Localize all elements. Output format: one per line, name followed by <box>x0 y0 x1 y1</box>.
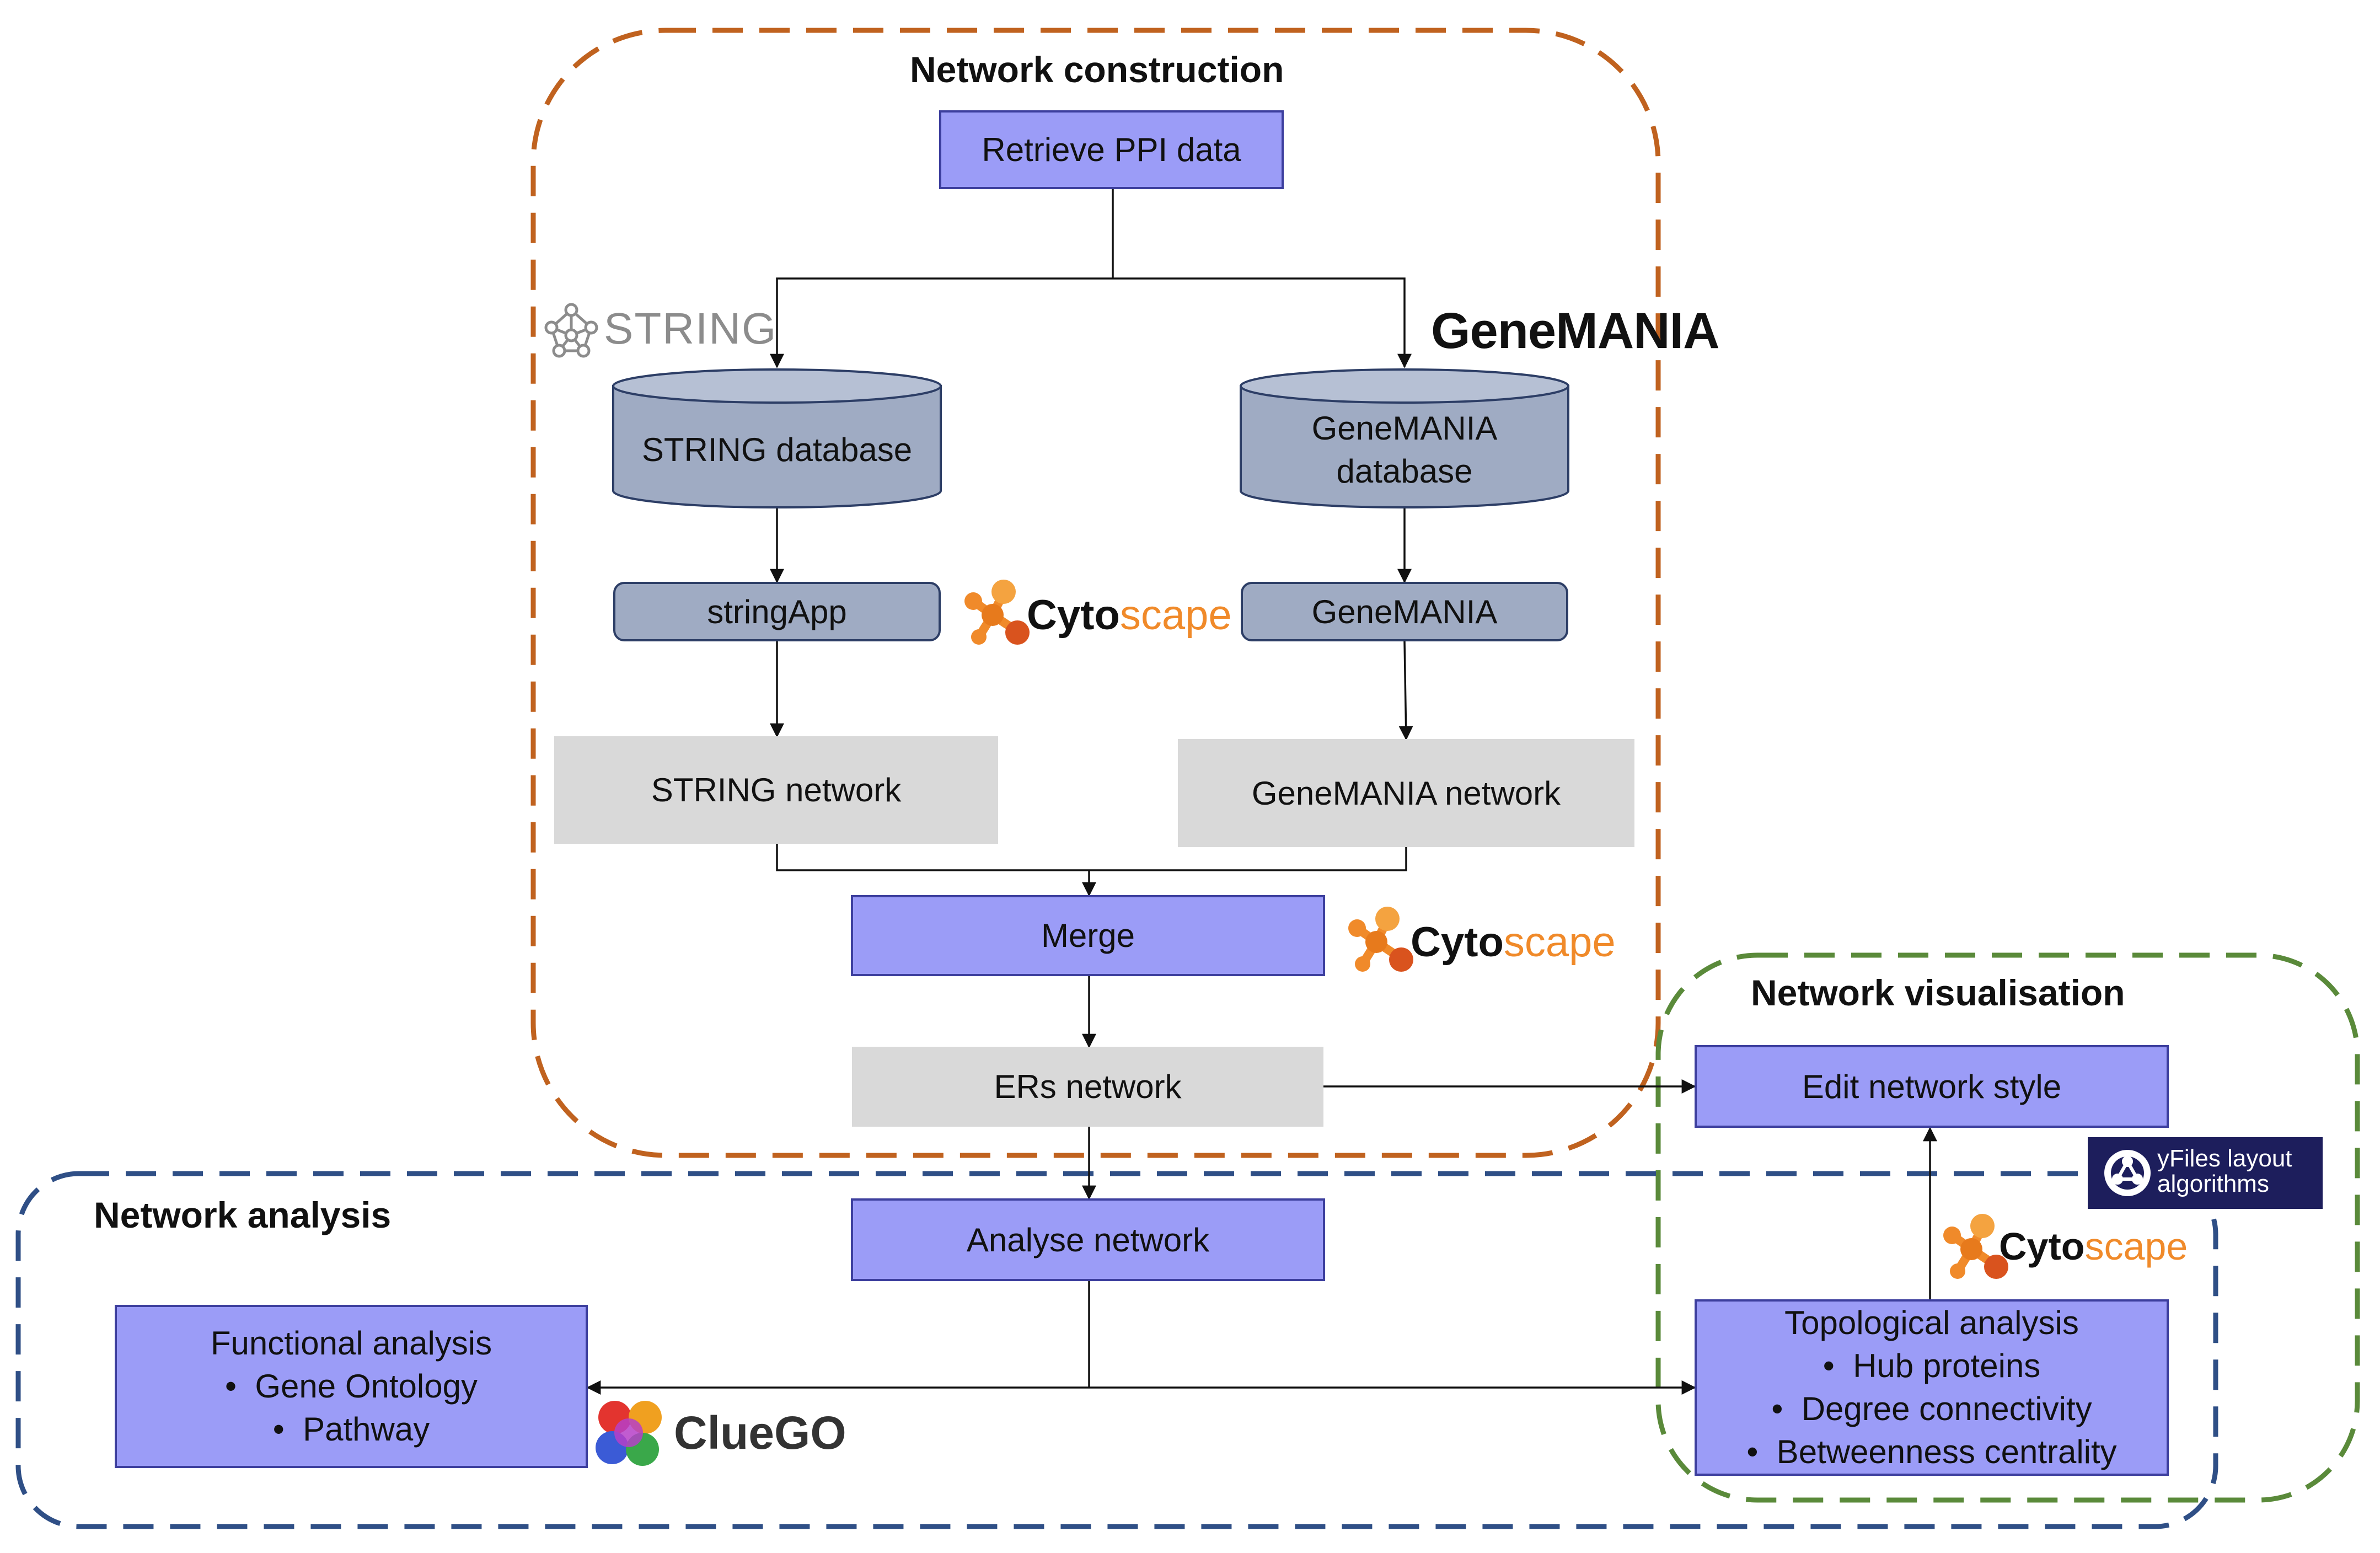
string-network-node: STRING network <box>554 736 998 844</box>
genemania-app-node: GeneMANIA <box>1241 582 1568 641</box>
construction-group-border <box>530 28 1661 1158</box>
edge-genemania-net-to-merge <box>1089 847 1407 871</box>
stringapp-node: stringApp <box>613 582 941 641</box>
cytoscape-icon <box>1348 907 1413 972</box>
edge-to-genemania-db <box>1113 277 1412 368</box>
genemania-network-node: GeneMANIA network <box>1178 739 1634 847</box>
cluego-logo: ClueGO <box>674 1407 846 1459</box>
genemania-database-line-1: GeneMANIA <box>1311 409 1498 447</box>
string-network-icon <box>544 303 598 358</box>
topological-item: Betweenness centrality <box>1746 1431 2117 1474</box>
cytoscape-logo-part-b: scape <box>1503 919 1616 966</box>
cytoscape-icon <box>964 580 1030 645</box>
cytoscape-logo-part-a: Cyto <box>1999 1225 2085 1268</box>
edge-genemania-app-to-net <box>1398 641 1413 741</box>
genemania-database-label: GeneMANIA database <box>1241 401 1568 498</box>
edit-network-style-node: Edit network style <box>1695 1045 2169 1128</box>
visualisation-group-title: Network visualisation <box>1751 972 2125 1013</box>
genemania-database-cylinder <box>1240 368 1569 508</box>
topological-analysis-node: Topological analysis Hub proteins Degree… <box>1695 1299 2169 1476</box>
yfiles-line-2: algorithms <box>2157 1170 2269 1198</box>
analyse-network-node: Analyse network <box>851 1198 1325 1281</box>
yfiles-badge <box>2088 1137 2323 1209</box>
genemania-database-line-2: database <box>1336 452 1473 490</box>
string-logo: STRING <box>604 304 778 353</box>
cytoscape-logo-part-a: Cyto <box>1411 919 1504 966</box>
edge-to-string-db <box>770 277 1113 368</box>
topological-item: Hub proteins <box>1823 1345 2040 1388</box>
functional-item: Gene Ontology <box>225 1365 478 1408</box>
functional-analysis-title: Functional analysis <box>210 1325 492 1362</box>
cytoscape-logo-part-b: scape <box>1119 592 1232 639</box>
topological-item: Degree connectivity <box>1771 1388 2092 1431</box>
yfiles-logo-text: yFiles layout algorithms <box>2157 1145 2292 1198</box>
cytoscape-logo-part-b: scape <box>2084 1225 2188 1268</box>
yfiles-line-1: yFiles layout <box>2157 1145 2292 1172</box>
visualisation-group-border <box>1655 952 2360 1503</box>
topological-analysis-title: Topological analysis <box>1784 1304 2079 1341</box>
edge-string-net-to-merge <box>776 844 1089 871</box>
functional-analysis-node: Functional analysis Gene Ontology Pathwa… <box>115 1305 588 1468</box>
cytoscape-icon <box>1943 1214 2008 1279</box>
analysis-group-border <box>15 1171 2218 1529</box>
cluego-icon <box>596 1401 662 1466</box>
genemania-logo: GeneMANIA <box>1431 303 1720 359</box>
connectors <box>586 189 1937 1395</box>
construction-group-title: Network construction <box>910 49 1284 90</box>
functional-item: Pathway <box>273 1408 430 1451</box>
string-database-cylinder <box>612 368 942 508</box>
merge-node: Merge <box>851 895 1325 976</box>
analysis-group-title: Network analysis <box>94 1195 392 1235</box>
string-database-label: STRING database <box>641 431 913 468</box>
cytoscape-logo-part-a: Cyto <box>1027 592 1120 639</box>
ers-network-node: ERs network <box>852 1047 1323 1127</box>
retrieve-ppi-node: Retrieve PPI data <box>939 110 1284 189</box>
